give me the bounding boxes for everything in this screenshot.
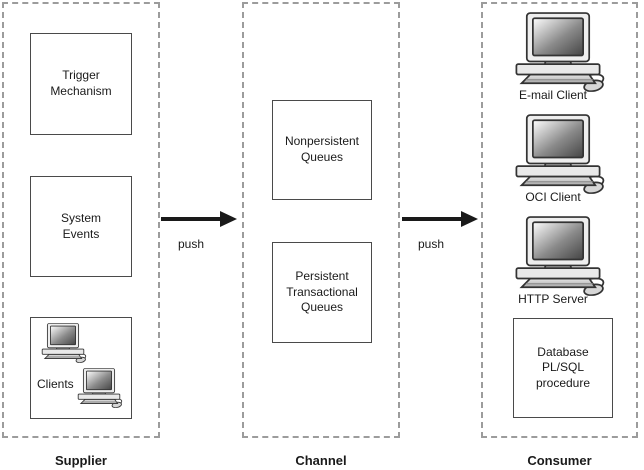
computer-icon [37,323,89,363]
arrow-shaft [161,217,220,221]
nonpersistent-queues-label: Nonpersistent Queues [284,134,360,164]
computer-icon [506,114,610,194]
computer-icon [506,12,610,92]
computer-icon [506,216,610,296]
arrow-head-icon [220,211,237,227]
persistent-queues-box: Persistent Transactional Queues [272,242,372,343]
oci-client-node: OCI Client [506,114,618,204]
push-label-1: push [178,237,205,251]
system-events-box: System Events [30,176,132,277]
email-client-label: E-mail Client [518,88,587,102]
trigger-mechanism-label: Trigger Mechanism [50,68,112,98]
http-server-label: HTTP Server [518,292,588,306]
arrow-head-icon [461,211,478,227]
clients-box: Clients [30,317,132,419]
email-client-node: E-mail Client [506,12,618,102]
clients-label: Clients [37,377,74,391]
channel-caption: Channel [295,453,347,468]
supplier-caption: Supplier [54,453,107,468]
oci-client-label: OCI Client [525,190,581,204]
computer-icon [73,368,125,408]
push-label-2: push [418,237,445,251]
trigger-mechanism-box: Trigger Mechanism [30,33,132,135]
channel-to-consumer-arrow [402,211,478,227]
supplier-to-channel-arrow [161,211,237,227]
system-events-label: System Events [60,210,101,241]
database-plsql-label: Database PL/SQL procedure [535,344,591,390]
arrow-shaft [402,217,461,221]
nonpersistent-queues-box: Nonpersistent Queues [272,100,372,200]
consumer-caption: Consumer [527,453,592,468]
channel-region [242,2,400,438]
persistent-queues-label: Persistent Transactional Queues [286,269,358,315]
http-server-node: HTTP Server [506,216,618,306]
database-plsql-box: Database PL/SQL procedure [513,318,613,418]
